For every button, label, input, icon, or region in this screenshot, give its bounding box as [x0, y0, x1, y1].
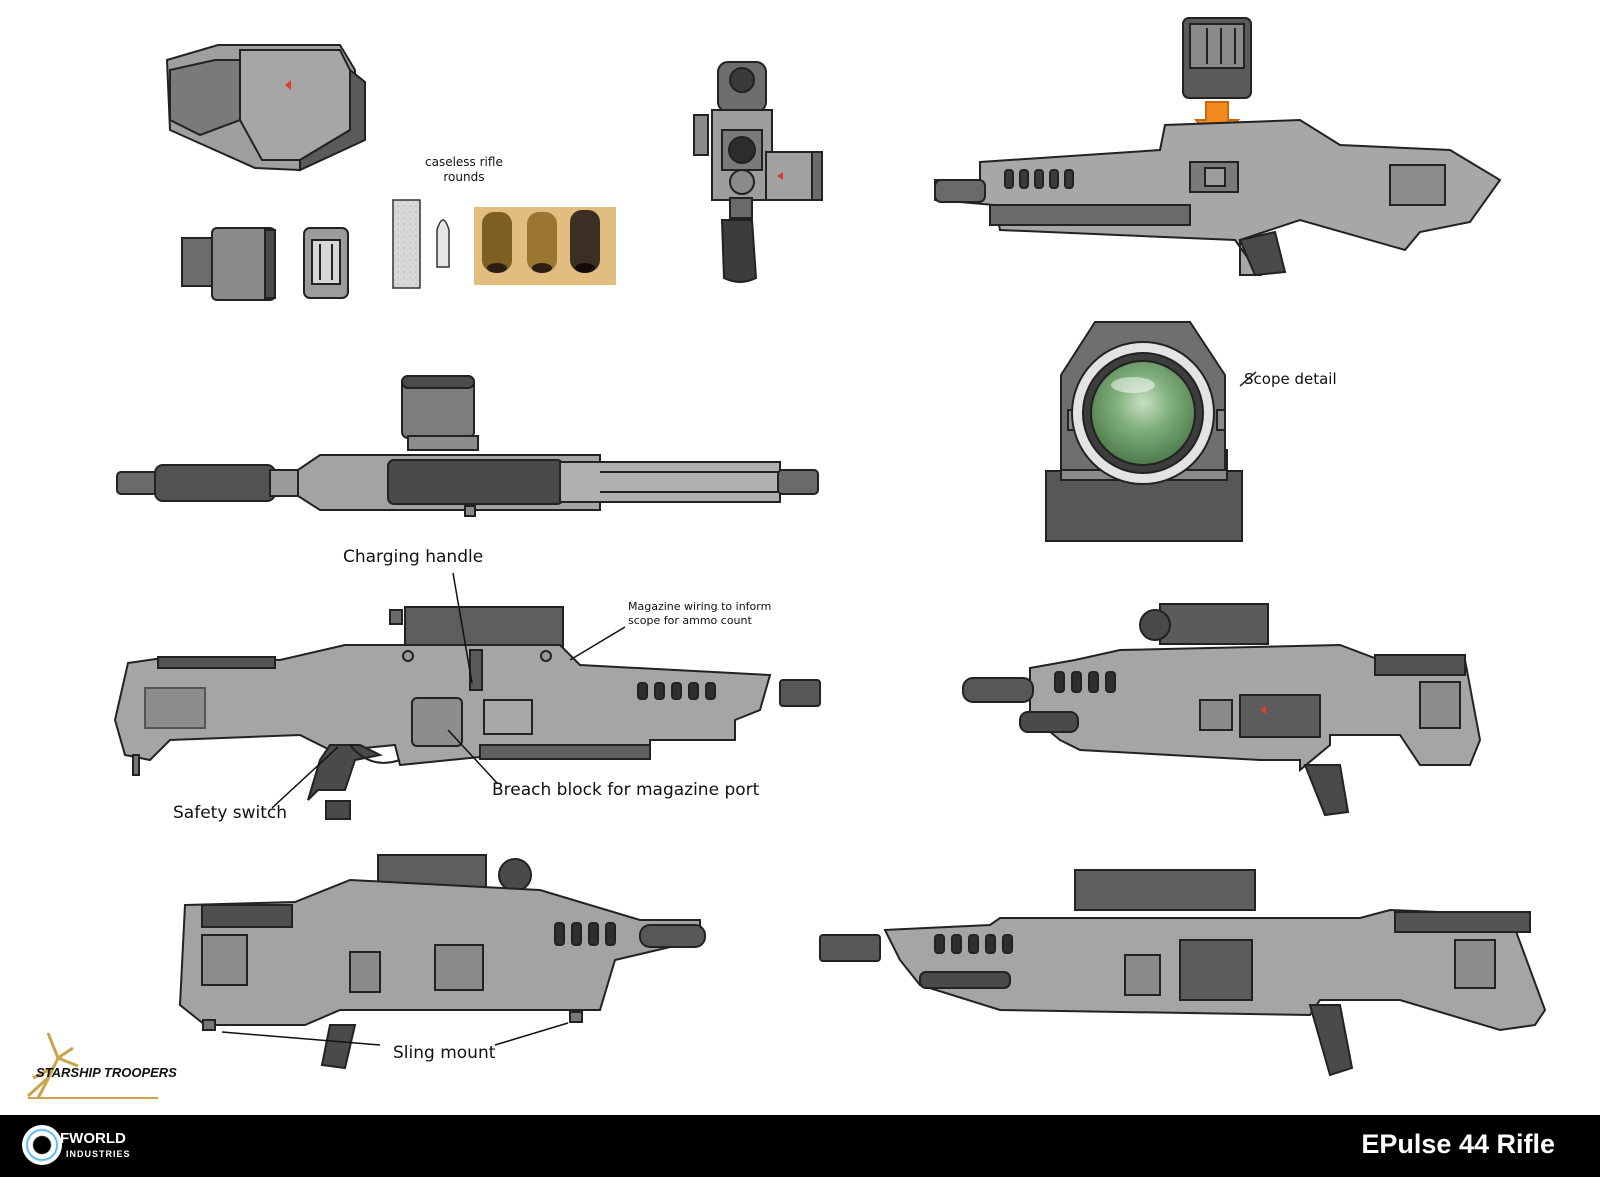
magazine-back-view [303, 227, 349, 299]
sling-mount-label: Sling mount [393, 1043, 496, 1063]
charging-handle-label: Charging handle [343, 547, 484, 567]
scope-detail-view [1045, 321, 1257, 542]
caseless-rounds-label: caseless rifle rounds [425, 155, 503, 185]
bug-emblem-icon [26, 1032, 158, 1099]
caseless-round [392, 199, 450, 289]
rifle-side-view-bottom-left [178, 854, 706, 1070]
rifle-top-view [116, 375, 819, 517]
rifle-side-view-bottom-right [819, 869, 1547, 1077]
leader-lines-main [271, 572, 626, 809]
offworld-ring-icon [22, 1125, 62, 1165]
breach-block-label: Breach block for magazine port [492, 780, 760, 800]
rifle-front-view [693, 61, 823, 283]
rifle-side-view-main [113, 606, 821, 820]
leader-lines-sling [221, 1022, 569, 1046]
rifle-side-view-right [962, 603, 1482, 817]
offworld-wordmark-line2: INDUSTRIES [66, 1149, 131, 1159]
caseless-rounds-photo [474, 207, 616, 285]
magazine-wiring-label: Magazine wiring to inform scope for ammo… [628, 600, 771, 628]
offworld-wordmark-line1: FWORLD [60, 1130, 126, 1147]
magazine-iso-view [165, 44, 366, 172]
caseless-rounds-text: caseless rifle rounds [425, 155, 503, 184]
starship-troopers-logo: STARSHIP TROOPERS [8, 1028, 178, 1108]
sheet-title: EPulse 44 Rifle [1361, 1129, 1555, 1159]
offworld-industries-logo: FWORLD INDUSTRIES [22, 1121, 172, 1173]
scope-detail-label: Scope detail [1244, 370, 1337, 388]
safety-switch-label: Safety switch [173, 803, 288, 823]
rifle-iso-top-right [934, 17, 1502, 277]
starship-troopers-wordmark: STARSHIP TROOPERS [36, 1065, 177, 1080]
footer-bar: FWORLD INDUSTRIES EPulse 44 Rifle [0, 1115, 1600, 1177]
magazine-wiring-text: Magazine wiring to inform scope for ammo… [628, 600, 772, 627]
magazine-side-view [181, 227, 276, 301]
